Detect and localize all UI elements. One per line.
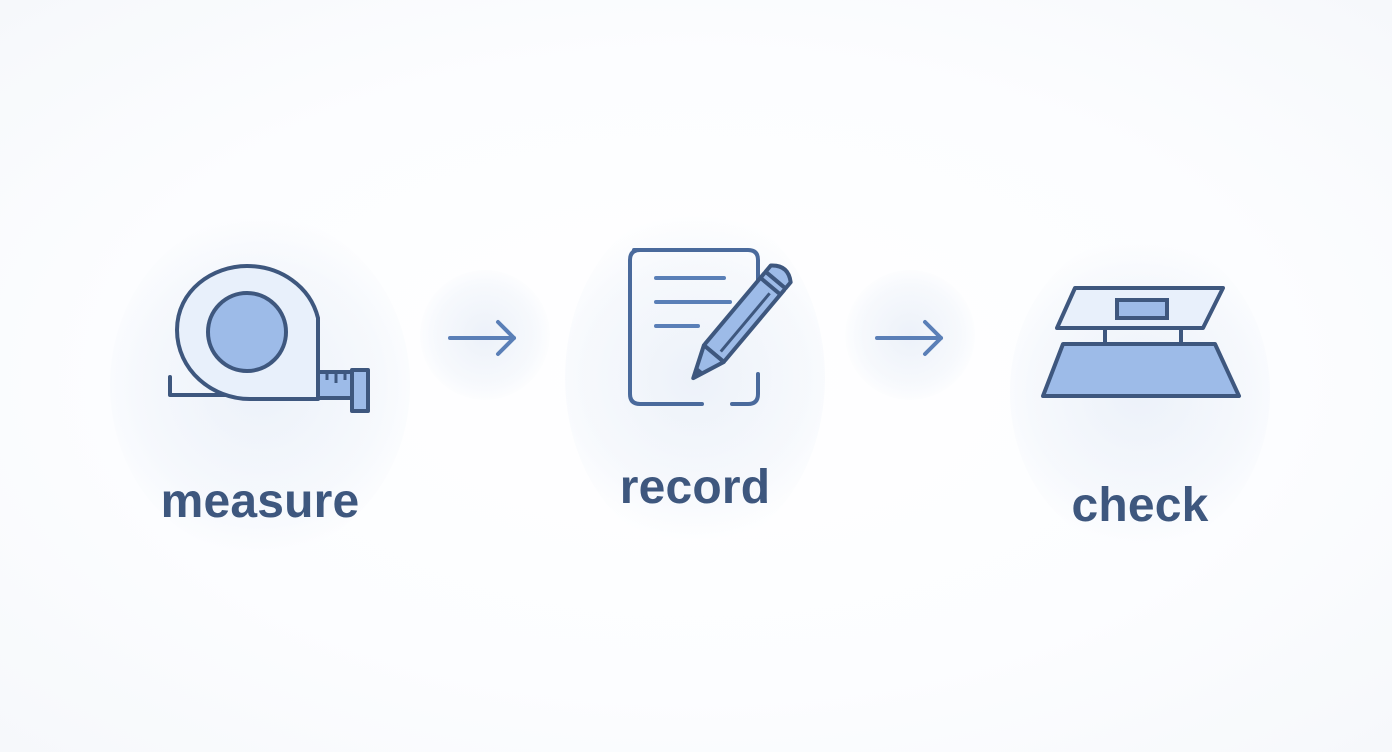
step-label-measure: measure [160,475,360,528]
arrow-right-icon [875,320,943,356]
arrow-halo-2 [845,270,975,400]
step-label-check: check [1071,479,1209,532]
step-label-record: record [619,461,771,514]
tape-measure-icon [168,264,370,413]
step-record: record [580,244,810,512]
level-scale-icon [1041,286,1241,398]
arrow-halo-1 [420,270,550,400]
arrow-right-icon [448,320,516,356]
document-pencil-icon [628,248,793,406]
step-measure: measure [140,258,380,526]
step-check: check [1030,282,1250,530]
